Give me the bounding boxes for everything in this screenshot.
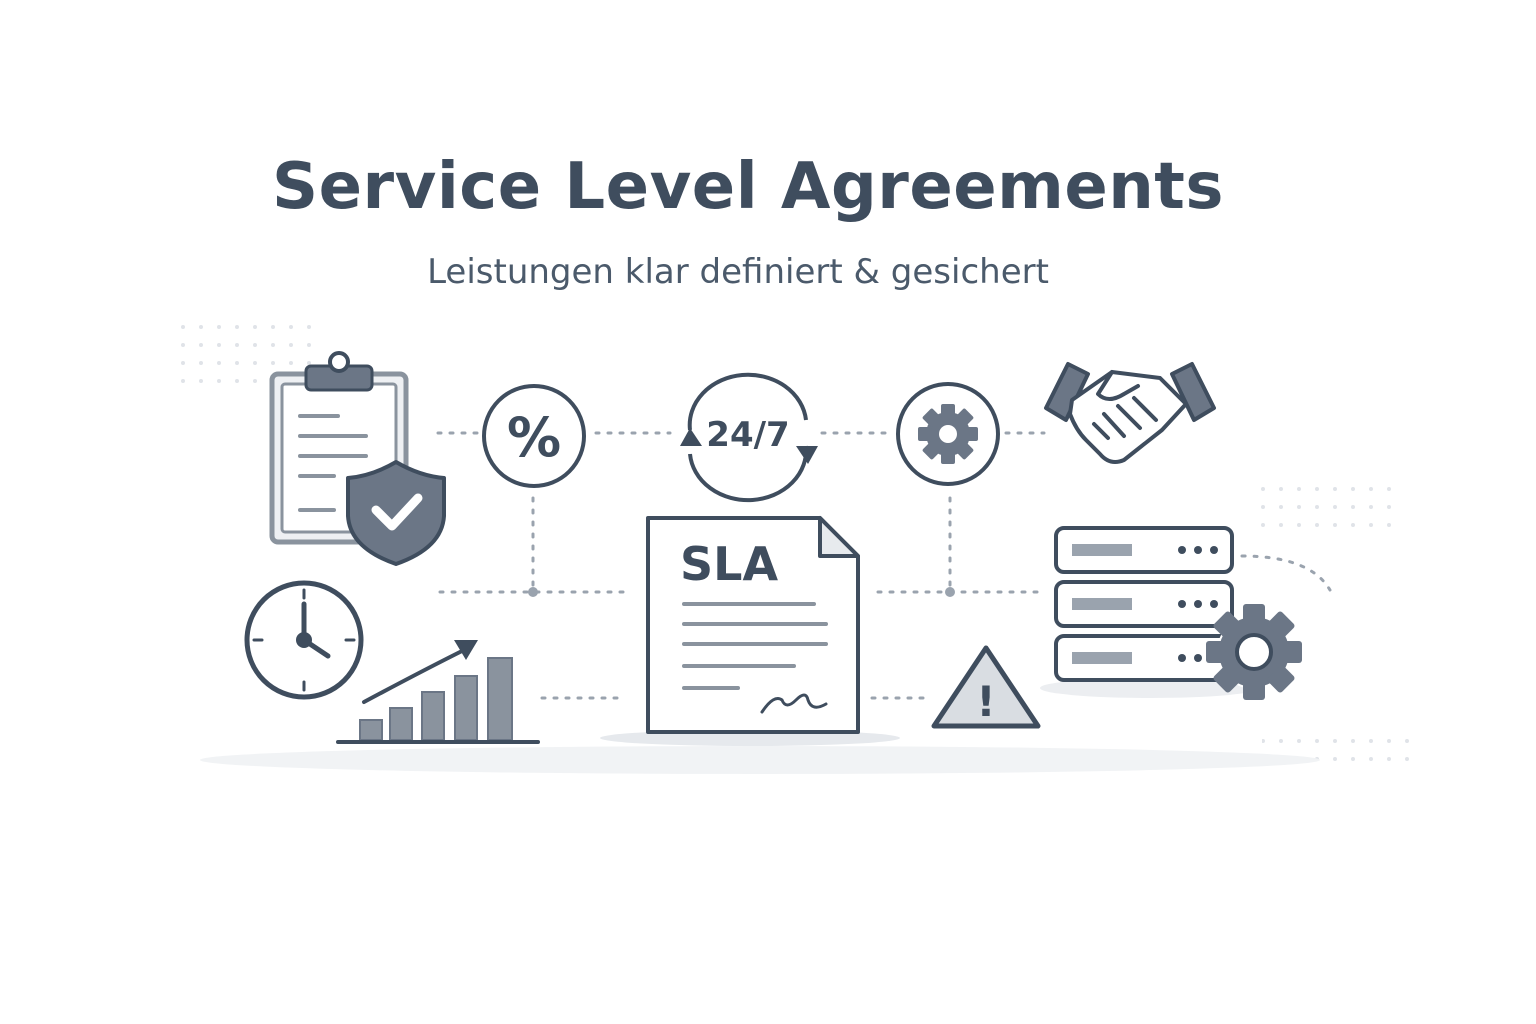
shield-check-icon: [346, 460, 446, 566]
gear-icon: [896, 382, 1000, 486]
server-gear-icon: [1206, 604, 1302, 700]
clock-icon: [244, 580, 364, 700]
sla-document-label: SLA: [680, 537, 778, 591]
growth-chart-icon: [336, 640, 540, 744]
dotted-connectors: [436, 431, 1332, 700]
availability-label: 24/7: [706, 415, 789, 455]
handshake-icon: [1044, 362, 1216, 464]
page-title: Service Level Agreements: [272, 150, 1224, 224]
page-subtitle: Leistungen klar definiert & gesichert: [427, 252, 1049, 292]
cycle-24-7-icon: 24/7: [680, 372, 818, 503]
percent-label: %: [507, 406, 561, 469]
percent-icon: %: [482, 384, 586, 488]
warning-label: !: [976, 677, 995, 726]
sla-document-icon: SLA: [646, 516, 860, 734]
server-stack-icon: [1040, 526, 1260, 698]
warning-icon: !: [931, 645, 1041, 729]
